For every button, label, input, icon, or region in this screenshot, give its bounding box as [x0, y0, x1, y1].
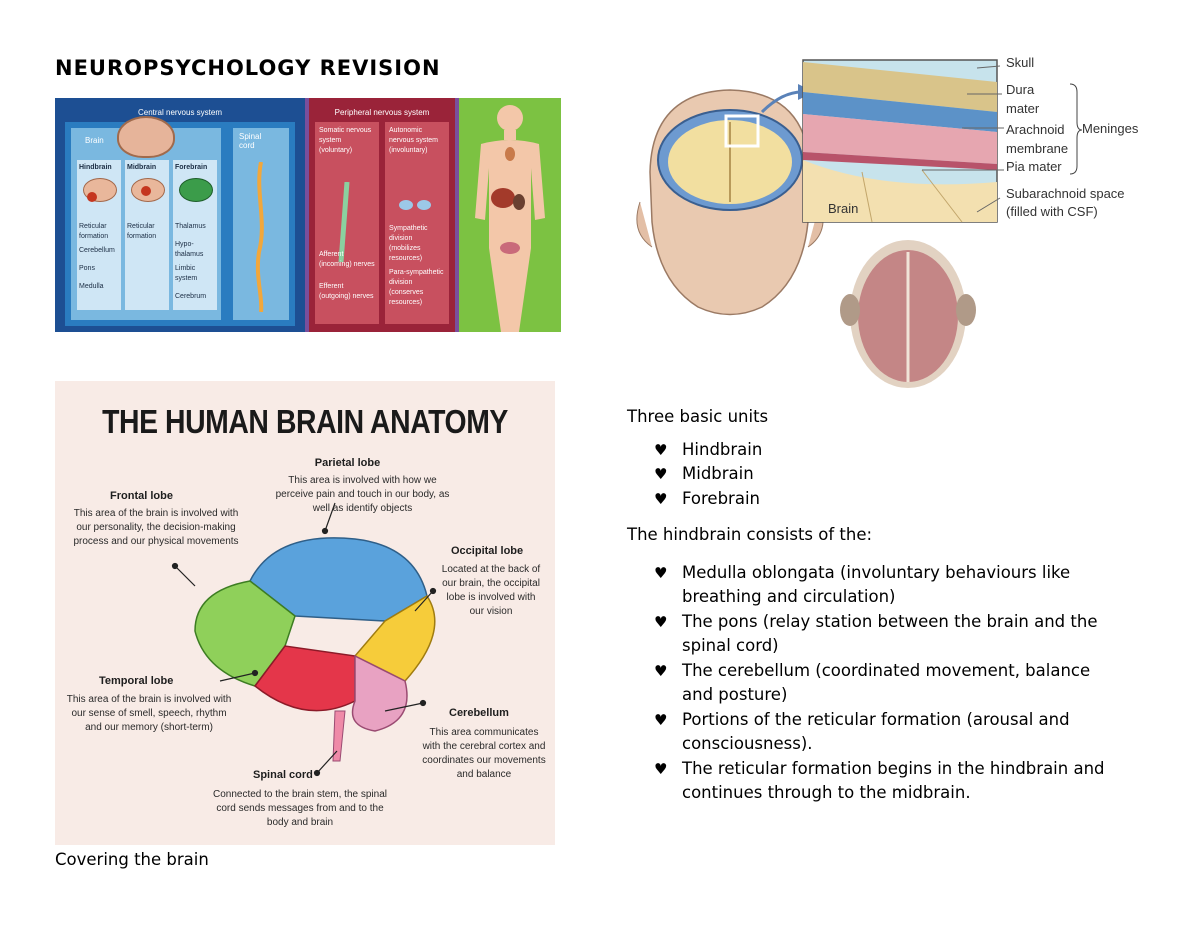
- heart-bullet-icon: ♥: [654, 661, 668, 680]
- hindbrain-column: Hindbrain Reticular formation Cerebellum…: [77, 160, 121, 310]
- cerebellum-desc: This area communicates with the cerebral…: [422, 727, 546, 780]
- brain-illustration: [171, 502, 437, 777]
- figure-caption: Covering the brain: [55, 850, 209, 869]
- subarachnoid-label: Subarachnoid space (filled with CSF): [1006, 186, 1125, 219]
- meninges-label: Meninges: [1082, 121, 1139, 136]
- list-item: ♥The pons (relay station between the bra…: [654, 611, 1098, 656]
- heart-bullet-icon: ♥: [654, 489, 668, 508]
- poster-title: THE HUMAN BRAIN ANATOMY: [102, 403, 508, 440]
- list-item: ♥The reticular formation begins in the h…: [654, 758, 1105, 803]
- head-illustration: [636, 59, 1083, 391]
- forebrain-column: Forebrain Thalamus Hypo-thalamus Limbic …: [173, 160, 217, 310]
- heart-bullet-icon: ♥: [654, 612, 668, 631]
- occipital-title: Occipital lobe: [451, 545, 524, 557]
- parietal-desc: This area is involved with how we percei…: [275, 475, 450, 514]
- notes-column: Three basic units ♥Hindbrain ♥Midbrain ♥…: [627, 405, 1167, 806]
- spinal-cord-column: Spinal cord: [233, 128, 289, 320]
- heart-bullet-icon: ♥: [654, 440, 668, 459]
- arachnoid-label: Arachnoid membrane: [1006, 122, 1069, 156]
- nervous-system-figure: Central nervous system Brain Hindbrain R…: [55, 98, 561, 332]
- heart-bullet-icon: ♥: [654, 465, 668, 483]
- arm-nerve-icon: [338, 182, 350, 262]
- list-item: ♥The cerebellum (coordinated movement, b…: [654, 660, 1091, 705]
- list-item: ♥Forebrain: [627, 487, 1167, 512]
- body-illustration: [459, 98, 561, 332]
- skull-label: Skull: [1006, 55, 1035, 70]
- spinal-desc: Connected to the brain stem, the spinal …: [213, 789, 387, 828]
- page-title: NEUROPSYCHOLOGY REVISION: [55, 56, 441, 80]
- autonomic-column: Autonomic nervous system (involuntary) S…: [385, 122, 449, 324]
- cerebellum-title: Cerebellum: [449, 707, 509, 719]
- list-item: ♥Medulla oblongata (involuntary behaviou…: [654, 562, 1071, 607]
- temporal-title: Temporal lobe: [99, 675, 174, 687]
- parietal-title: Parietal lobe: [314, 457, 381, 469]
- cns-title: Central nervous system: [137, 108, 223, 117]
- list-item: ♥Midbrain: [627, 462, 1167, 487]
- heart-bullet-icon: ♥: [654, 563, 668, 582]
- units-list: ♥Hindbrain ♥Midbrain ♥Forebrain: [627, 438, 1167, 512]
- meninges-figure: Skull Dura mater Arachnoid membrane Meni…: [622, 52, 1182, 397]
- pia-label: Pia mater: [1006, 159, 1062, 174]
- pns-title: Peripheral nervous system: [334, 108, 430, 117]
- heart-bullet-icon: ♥: [654, 710, 668, 729]
- hindbrain-heading: The hindbrain consists of the:: [627, 525, 873, 544]
- heart-bullet-icon: ♥: [654, 759, 668, 778]
- cns-panel: Central nervous system Brain Hindbrain R…: [55, 98, 305, 332]
- list-item: ♥Hindbrain: [627, 438, 1167, 463]
- pns-panel: Peripheral nervous system Somatic nervou…: [309, 98, 455, 332]
- spinal-cord-icon: [255, 162, 264, 312]
- brain-anatomy-poster: THE HUMAN BRAIN ANATOMY Parietal lobe Th…: [55, 381, 555, 845]
- somatic-column: Somatic nervous system (voluntary) Affer…: [315, 122, 379, 324]
- units-heading: Three basic units: [627, 407, 769, 426]
- occipital-desc: Located at the back of our brain, the oc…: [441, 564, 541, 617]
- brain-icon: [117, 116, 175, 158]
- spinal-title: Spinal cord: [253, 769, 313, 781]
- list-item: ♥Portions of the reticular formation (ar…: [654, 709, 1070, 754]
- dura-label: Dura mater: [1006, 82, 1040, 116]
- temporal-desc: This area of the brain is involved with …: [66, 694, 232, 733]
- frontal-title: Frontal lobe: [110, 490, 173, 502]
- brain-zoom-label: Brain: [828, 201, 859, 216]
- frontal-desc: This area of the brain is involved with …: [73, 508, 239, 547]
- midbrain-column: Midbrain Reticular formation: [125, 160, 169, 310]
- hindbrain-list: ♥Medulla oblongata (involuntary behaviou…: [627, 561, 1117, 806]
- brain-label: Brain: [85, 136, 104, 145]
